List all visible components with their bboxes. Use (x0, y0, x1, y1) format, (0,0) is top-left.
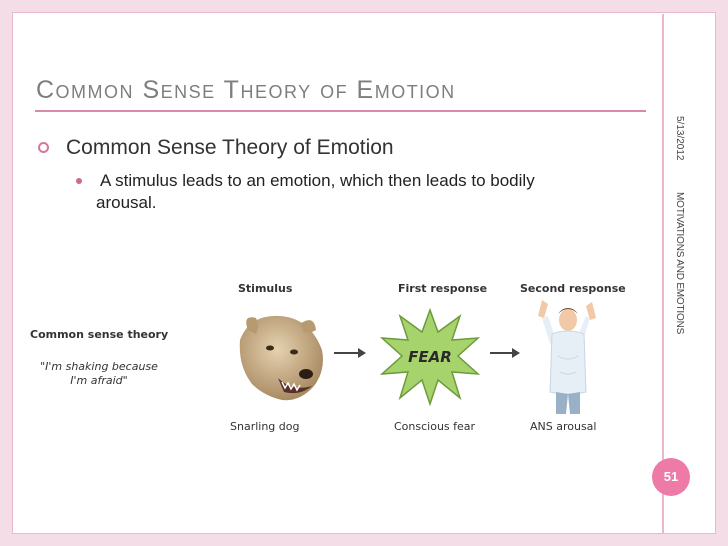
bullet-sub-text: A stimulus leads to an emotion, which th… (96, 171, 535, 212)
title-divider (35, 110, 646, 112)
page-number-badge: 51 (652, 458, 690, 496)
snarling-dog-image (239, 315, 323, 401)
second-response-caption: ANS arousal (530, 420, 597, 433)
theory-figure: Stimulus First response Second response … (20, 272, 640, 452)
bullet-main-text: Common Sense Theory of Emotion (66, 136, 394, 159)
first-response-header: First response (398, 282, 488, 295)
ring-bullet-icon (38, 142, 49, 153)
aroused-person-image (538, 300, 596, 414)
dot-bullet-icon (76, 178, 82, 184)
slide-topic: MOTIVATIONS AND EMOTIONS (674, 192, 685, 335)
theory-label: Common sense theory (30, 328, 169, 341)
sidebar-divider (662, 14, 664, 534)
arrow-2-icon (490, 348, 520, 358)
fear-burst-icon: FEAR (379, 307, 481, 406)
fear-burst-text: FEAR (408, 348, 452, 366)
stimulus-caption: Snarling dog (230, 420, 300, 433)
bullet-sub: A stimulus leads to an emotion, which th… (76, 170, 576, 214)
slide-title: Common Sense Theory of Emotion (36, 76, 456, 104)
theory-quote: "I'm shaking because I'm afraid" (40, 360, 158, 387)
second-response-header: Second response (520, 282, 626, 295)
stimulus-header: Stimulus (238, 282, 293, 295)
first-response-caption: Conscious fear (394, 420, 476, 433)
arrow-1-icon (334, 348, 366, 358)
slide-date: 5/13/2012 (674, 116, 685, 161)
slide-inner-border (12, 12, 716, 534)
